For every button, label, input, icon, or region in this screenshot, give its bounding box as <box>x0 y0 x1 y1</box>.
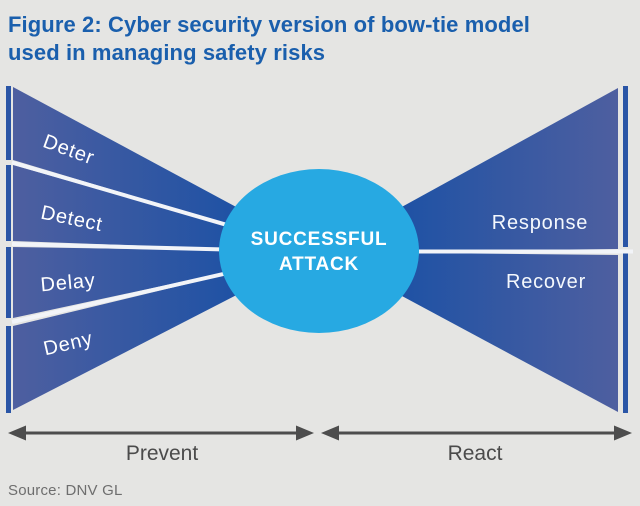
axis-label-prevent: Prevent <box>126 442 199 465</box>
left-accent-bar-segment-4 <box>6 326 11 413</box>
triangle-label-recover: Recover <box>506 271 586 293</box>
right-accent-bar-segment-1 <box>623 86 628 247</box>
left-accent-bar-segment-3 <box>6 247 11 318</box>
react-arrow-left-head <box>321 425 339 441</box>
circle-label-line1: SUCCESSFUL <box>251 229 388 250</box>
prevent-arrow-left-head <box>8 425 26 441</box>
left-accent-bar-segment-1 <box>6 86 11 160</box>
figure-title: Figure 2: Cyber security version of bow-… <box>8 11 628 67</box>
left-accent-bar-segment-2 <box>6 165 11 241</box>
right-accent-bar-segment-2 <box>623 253 628 413</box>
prevent-arrow-right-head <box>296 425 314 441</box>
figure-title-line2: used in managing safety risks <box>8 40 326 65</box>
wedge-label-delay: Delay <box>40 270 97 297</box>
circle-label-line2: ATTACK <box>279 254 359 275</box>
successful-attack-circle <box>219 169 419 333</box>
axis-label-react: React <box>448 442 503 465</box>
triangle-label-response: Response <box>492 212 588 234</box>
figure-title-line1: Figure 2: Cyber security version of bow-… <box>8 12 531 37</box>
source-attribution: Source: DNV GL <box>8 482 123 499</box>
react-arrow-right-head <box>614 425 632 441</box>
